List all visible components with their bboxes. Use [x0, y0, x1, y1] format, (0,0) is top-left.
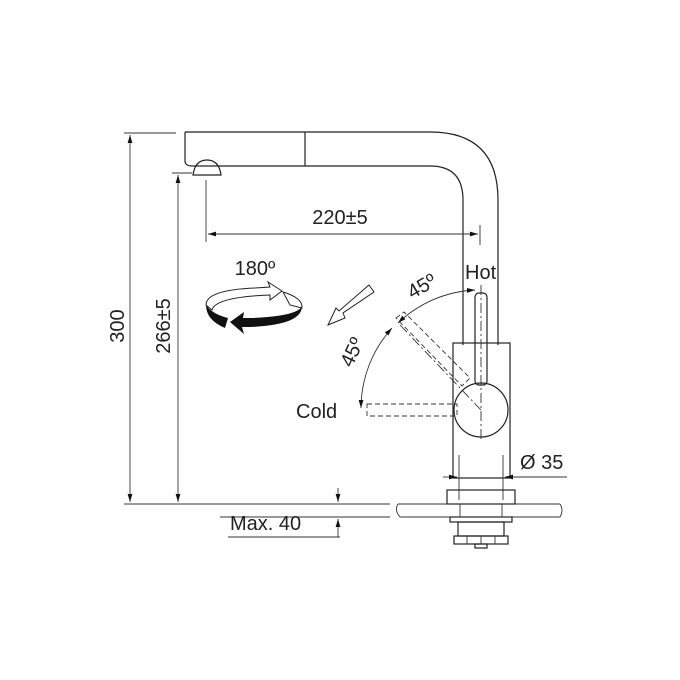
dimension-diameter-35: Ø 35 [443, 452, 567, 500]
reach-label: 220±5 [312, 207, 367, 229]
aerator [192, 159, 222, 176]
diameter-label: Ø 35 [520, 452, 563, 474]
angle-cold-label: 45º [336, 334, 369, 371]
rotation-arrow-top-icon [205, 280, 283, 311]
rotation-arrow-bottom-icon [230, 306, 302, 334]
max-thickness-label: Max. 40 [230, 513, 301, 535]
rotation-arrow-bottom-left-icon [206, 305, 228, 328]
lever-alt-positions [366, 311, 482, 417]
mounting-hardware [446, 489, 516, 549]
dimension-height-300: 300 [107, 132, 176, 502]
rotation-label: 180º [235, 258, 276, 280]
faucet-spout [184, 131, 499, 345]
height-total-label: 300 [107, 309, 129, 342]
hot-label: Hot [465, 262, 497, 284]
dimension-reach-220: 220±5 [205, 180, 481, 245]
rotation-indicator: 180º [205, 258, 303, 334]
height-spout-label: 266±5 [153, 298, 175, 353]
cold-label: Cold [296, 401, 337, 423]
dimension-height-266: 266±5 [153, 172, 192, 502]
dimension-max-thickness: Max. 40 [228, 488, 341, 538]
swing-direction-arrow-icon [326, 284, 375, 326]
faucet-body [452, 285, 511, 479]
